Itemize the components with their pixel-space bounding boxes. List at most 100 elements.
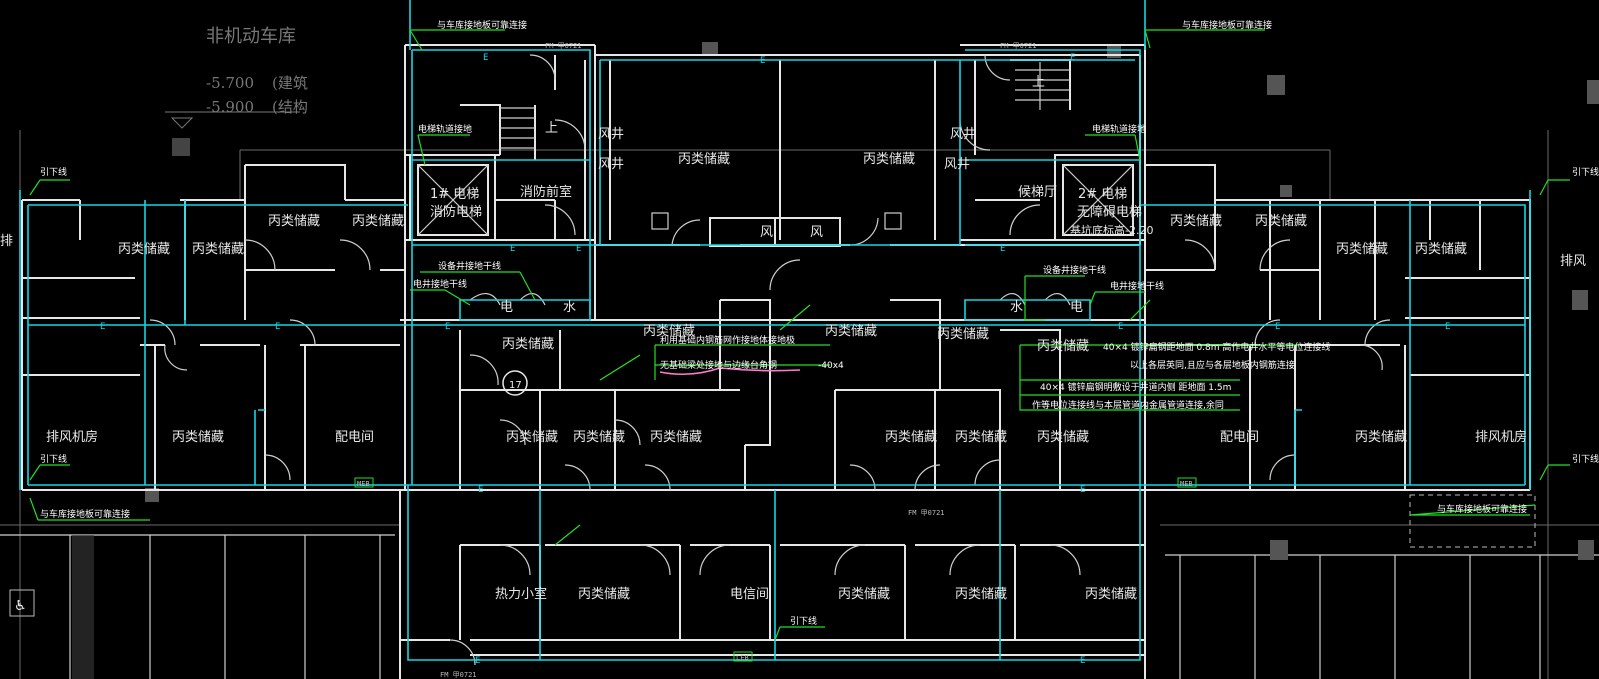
down-lead-note: 引下线: [40, 453, 67, 465]
meb-box-left: [354, 477, 374, 488]
e-marker: E: [576, 244, 581, 254]
leader-lines: [29, 29, 1570, 641]
room-label: 丙类储藏: [955, 430, 1007, 445]
room-label: 丙类储藏: [578, 587, 630, 602]
room-label: 丙类储藏: [118, 242, 170, 257]
room-label: 丙类储藏: [643, 324, 695, 339]
power-room-left: 配电间: [335, 430, 374, 445]
down-lead-note: 引下线: [40, 166, 67, 178]
e-marker: E: [1070, 53, 1075, 63]
down-lead-note: 引下线: [790, 615, 817, 627]
down-lead-note: 引下线: [1572, 166, 1599, 178]
elevation-marker: [165, 111, 300, 156]
room-label: 丙类储藏: [825, 324, 877, 339]
elevator-rail-note: 电梯轨道接地: [1092, 123, 1146, 135]
room-labels: 丙类储藏 丙类储藏 丙类储藏 丙类储藏 1# 电梯 消防电梯 消防前室 风井 风…: [0, 75, 1586, 602]
water-label-right: 水: [1010, 300, 1023, 315]
note-line-3: 40×4 镀锌扁钢明敷设于井道内侧 距地面 1.5m: [1040, 381, 1231, 393]
electric-label-left: 电: [500, 300, 513, 315]
door-code: FM 甲0721: [440, 671, 477, 679]
heat-room-label: 热力小室: [495, 586, 547, 602]
grounding-link-note: 与车库接地板可靠连接: [437, 19, 527, 31]
e-marker: E: [1275, 322, 1280, 332]
fan-room-right: 排风机房: [1475, 429, 1527, 445]
room-label: 丙类储藏: [937, 327, 989, 342]
leb-label: LEB: [736, 654, 749, 662]
room-label: 丙类储藏: [573, 430, 625, 445]
annotations: 与车库接地板可靠连接 与车库接地板可靠连接 引下线 引下线 引下线 引下线 与车…: [40, 19, 1599, 679]
grounding-loop: [19, 0, 1531, 661]
meb-label: MEB: [357, 480, 370, 488]
elevator-rail-note: 电梯轨道接地: [418, 123, 472, 135]
room-label: 丙类储藏: [1037, 430, 1089, 445]
note-line-1: 40×4 镀锌扁钢距地面 0.8m 高作电井水平等电位连接线: [1103, 341, 1330, 353]
grid-lines: [0, 130, 1599, 679]
door-code: FM 甲0721: [908, 509, 945, 517]
wind-label: 风: [810, 225, 823, 240]
room-label: 丙类储藏: [885, 430, 937, 445]
room-label: 丙类储藏: [1170, 214, 1222, 229]
garage-title: 非机动车库: [206, 26, 296, 47]
room-label: 丙类储藏: [1415, 242, 1467, 257]
stairs: [500, 62, 1070, 149]
leb-box: [733, 651, 753, 662]
room-label: 丙类储藏: [863, 152, 915, 167]
e-marker: E: [510, 244, 515, 254]
parking-stalls-right: [1165, 494, 1599, 679]
equip-shaft-note: 设备井接地干线: [1043, 264, 1106, 276]
door-code: FM 甲0721: [545, 42, 582, 50]
elev-struct-note: (结构: [272, 98, 308, 116]
fire-front-label: 消防前室: [520, 184, 572, 200]
elec-shaft-note: 电井接地干线: [413, 278, 467, 290]
elev-arch: -5.700: [206, 74, 254, 92]
room-label: 丙类储藏: [1336, 242, 1388, 257]
spec-40x4: -40x4: [818, 361, 844, 371]
axis-bubble-label: 17: [509, 380, 522, 391]
elevator-right-label-3: 基坑底标高-2.20: [1070, 223, 1153, 237]
svg-text:♿: ♿: [14, 598, 27, 614]
stair-up-right: 上: [1032, 75, 1045, 90]
stair-up-left: 上: [545, 121, 558, 136]
down-lead-note: 引下线: [1572, 453, 1599, 465]
room-label: 丙类储藏: [955, 587, 1007, 602]
elevator-left-label-1: 1# 电梯: [430, 187, 479, 202]
room-label: 丙类储藏: [268, 214, 320, 229]
grounding-link-note: 与车库接地板可靠连接: [40, 508, 130, 520]
grounding-link-note: 与车库接地板可靠连接: [1182, 19, 1272, 31]
equip-shaft-note: 设备井接地干线: [438, 260, 501, 272]
garage-elevation-text: 非机动车库 -5.700 (建筑 -5.900 (结构: [206, 26, 308, 116]
wind-shaft-label: 风井: [598, 157, 624, 172]
parking-stalls-left: ♿: [0, 534, 395, 679]
room-label: 丙类储藏: [172, 430, 224, 445]
door-code: FM 甲0721: [1000, 42, 1037, 50]
doors: [149, 54, 1391, 666]
wind-shaft-label: 风井: [944, 157, 970, 172]
elev-struct: -5.900: [206, 98, 254, 116]
e-markers: E E E E E E E E E E E E E E E E: [100, 53, 1450, 666]
exhaust-short-label: 排: [0, 234, 13, 249]
no-foundation-note: 无基础梁处接地与边缘台角钢: [660, 359, 777, 371]
e-marker: E: [475, 656, 480, 666]
electric-label-right: 电: [1070, 300, 1083, 315]
e-marker: E: [1118, 322, 1123, 332]
e-marker: E: [760, 56, 765, 66]
waiting-hall-label: 候梯厅: [1018, 185, 1057, 200]
note-line-2: 以上各层英同,且应与各层地板内钢筋连接: [1130, 359, 1295, 371]
room-label: 丙类储藏: [650, 430, 702, 445]
grounding-link-note: 与车库接地板可靠连接: [1437, 503, 1527, 515]
room-label: 丙类储藏: [678, 152, 730, 167]
water-label-left: 水: [563, 300, 576, 315]
elevator-shafts: [417, 164, 1134, 236]
elevator-right-label-1: 2# 电梯: [1078, 187, 1127, 202]
room-label: 丙类储藏: [838, 587, 890, 602]
elevator-left-label-2: 消防电梯: [430, 204, 482, 220]
revision-mark: [659, 367, 801, 376]
e-marker: E: [275, 322, 280, 332]
room-label: 丙类储藏: [1085, 587, 1137, 602]
e-marker: E: [1445, 322, 1450, 332]
room-label: 丙类储藏: [1037, 339, 1089, 354]
e-marker: E: [1080, 656, 1085, 666]
elev-arch-note: (建筑: [272, 74, 308, 92]
meb-label: MEB: [1180, 480, 1193, 488]
